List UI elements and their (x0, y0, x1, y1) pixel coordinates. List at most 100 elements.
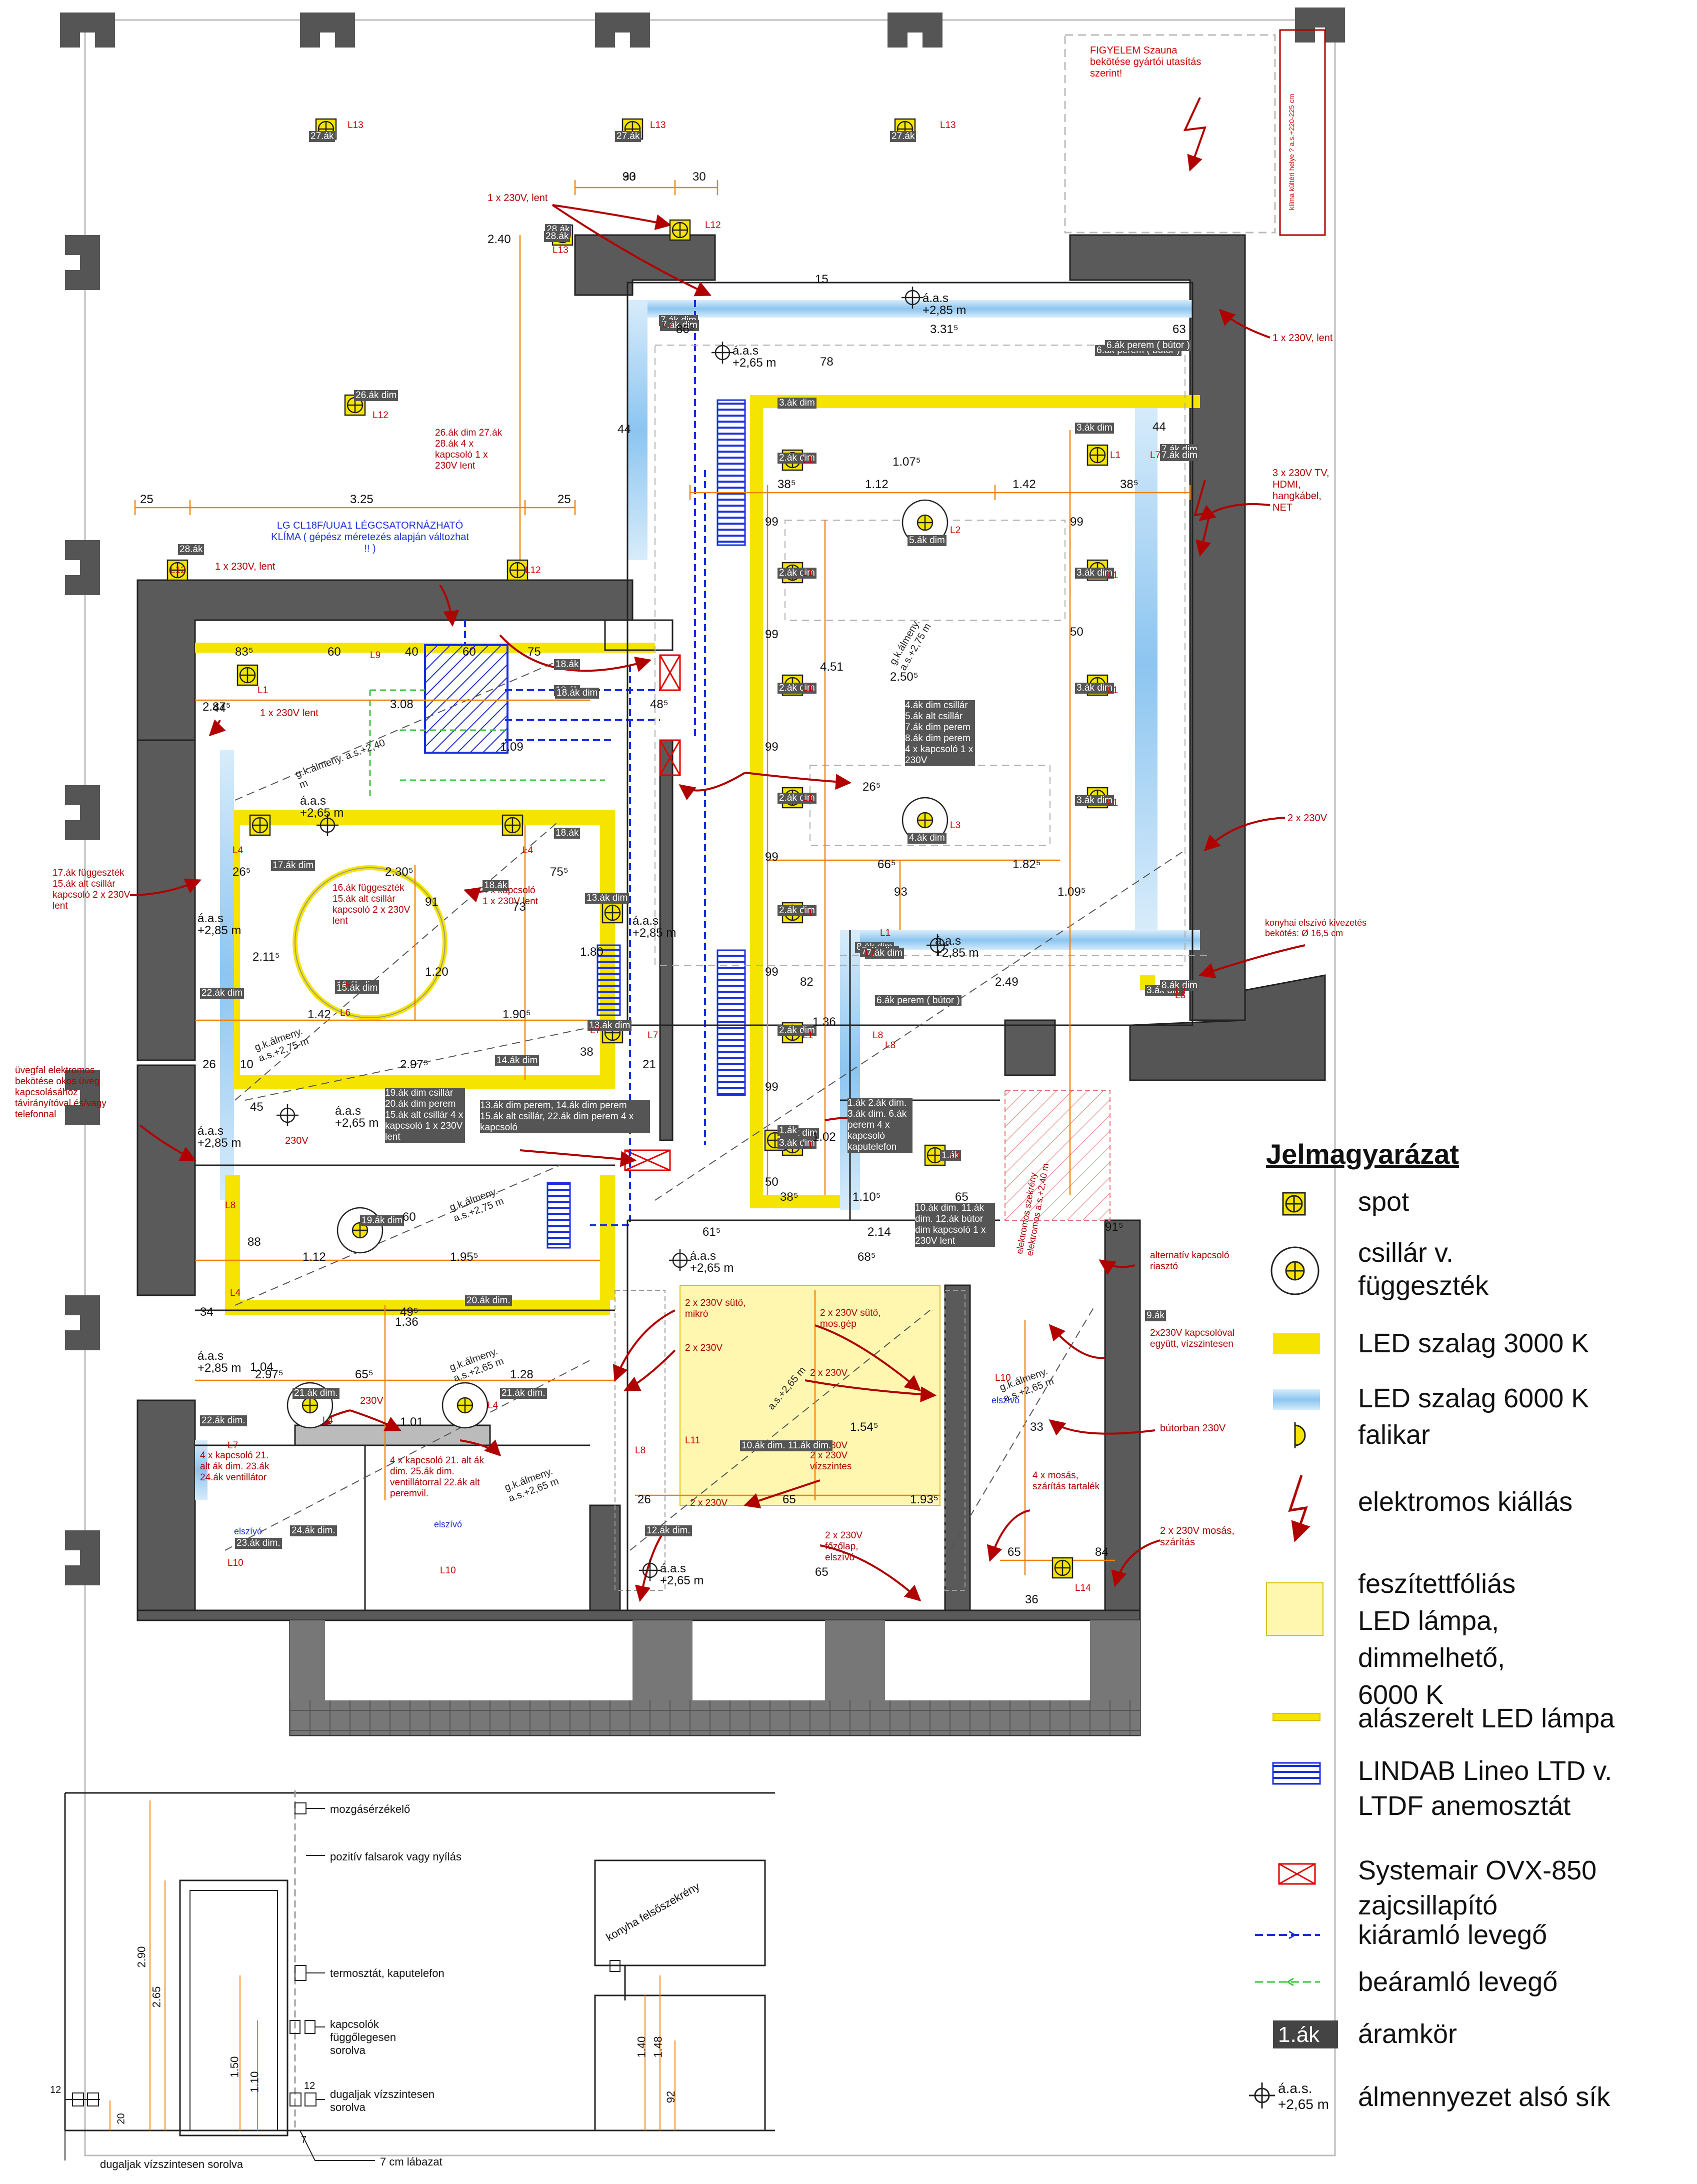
light-label: L1 (802, 568, 814, 578)
dimension-label: 78 (820, 355, 834, 369)
light-label: L13 (940, 120, 956, 131)
dimension-label: 1.01 (400, 1415, 424, 1429)
dimension-label: 30 (692, 170, 706, 184)
ceiling-level-label: á.a.s +2,85 m (632, 914, 676, 940)
legend-wall-lamp: falikar (1358, 1420, 1430, 1450)
spot-icon (902, 797, 948, 844)
dimension-label: 1.93⁵ (910, 1493, 938, 1506)
dimension-label: 38⁵ (780, 1190, 798, 1204)
light-label: L4 (522, 845, 534, 856)
dimension-label: 2.97⁵ (255, 1368, 284, 1381)
dimension-label: 1.80 (580, 945, 604, 959)
led-strip-6000k-right (1135, 400, 1158, 930)
dimension-label: 99 (765, 628, 778, 641)
outlet-legend-icon (1288, 1475, 1310, 1542)
light-label: L9 (370, 650, 381, 661)
wall-lamp-legend-icon (1294, 1422, 1306, 1448)
elev-d9: 1.48 (652, 2036, 664, 2058)
note-p9: bútorban 230V (1160, 1423, 1226, 1434)
dimension-label: 61⁵ (702, 1225, 721, 1239)
dimension-label: 65 (955, 1190, 968, 1204)
spot-icon (1086, 444, 1108, 466)
circuit-badge: 1.ák (940, 1150, 961, 1161)
dimension-label: 63 (1172, 323, 1186, 336)
dimension-label: 1.36 (812, 1015, 836, 1029)
circuit-badge: 12.ák dim. (645, 1525, 692, 1536)
circuit-legend-icon (1273, 2020, 1338, 2048)
dimension-label: 99 (765, 850, 778, 864)
dimension-label: 3.25 (350, 493, 374, 506)
dimension-label: 93 (894, 885, 908, 899)
dimension-label: 65 (815, 1565, 828, 1579)
dimension-label: 34 (200, 1305, 214, 1319)
legend-outlet: elektromos kiállás (1358, 1487, 1573, 1517)
dimension-label: 26 (202, 1058, 216, 1071)
dimension-label: 65 (1008, 1545, 1021, 1559)
note-p10: 2 x 230V mosás, szárítás (1160, 1525, 1234, 1548)
light-label: L1 (802, 455, 814, 466)
note-p12: alternatív kapcsoló riasztó (1150, 1250, 1230, 1272)
light-label: L7 (228, 1440, 238, 1451)
dimension-label: 2.30⁵ (385, 865, 414, 879)
circuit-badge: 2.ák dim (778, 793, 816, 804)
circuit-badge: 27.ák (890, 131, 916, 142)
dimension-label: 1.10⁵ (852, 1190, 881, 1204)
circuit-badge: 19.ák dim (360, 1215, 404, 1226)
dimension-label: 45 (250, 1100, 264, 1114)
light-label: L8 (885, 1040, 896, 1051)
note-k3: 2 x 230V (685, 1343, 722, 1353)
anemostat-legend-icon (1272, 1762, 1321, 1785)
light-label: L4 (230, 1288, 241, 1298)
led-3000-legend-icon (1273, 1333, 1320, 1354)
light-label: L14 (1075, 1583, 1091, 1593)
light-label: L1 (802, 1140, 814, 1151)
light-label: L1 (802, 908, 814, 918)
elev-d10: 92 (664, 2090, 678, 2103)
dimension-label: 49⁵ (400, 1305, 418, 1319)
dimension-label: 86⁵ (676, 323, 694, 336)
switch-block-3: 16.ák függeszték 15.ák alt csillár kapcs… (332, 883, 410, 926)
circuit-badge: 2.ák dim (778, 1025, 816, 1036)
circuit-badge: 27.ák (309, 131, 336, 142)
light-label: L7 (648, 1030, 658, 1041)
note-k2: 2 x 230V sütő, mos.gép (820, 1308, 881, 1329)
dimension-label: 68⁵ (858, 1250, 876, 1264)
dimension-label: 83⁵ (235, 645, 254, 659)
elev-sensor: mozgásérzékelő (330, 1803, 410, 1815)
ceiling-level-label: á.a.s +2,65 m (660, 1562, 704, 1587)
light-label: L1 (1110, 450, 1121, 461)
elev-d1: 2.90 (135, 1946, 148, 1968)
dimension-label: 1.36 (395, 1315, 418, 1329)
elev-plinth: 7 cm lábazat (380, 2155, 442, 2168)
dimension-label: 90 (622, 170, 636, 184)
spot-icon (166, 559, 188, 581)
foil-lamp-area (680, 1285, 940, 1506)
circuit-badge: 4.ák dim (908, 833, 946, 844)
light-label: L12 (372, 410, 388, 421)
light-label: L10 (228, 1558, 244, 1568)
legend-ceiling-badge: á.a.s. +2,65 m (1278, 2080, 1329, 2112)
spot-legend-icon (1282, 1192, 1306, 1216)
spot-icon (1052, 1557, 1074, 1579)
dimension-label: 65 (782, 1493, 796, 1506)
circuit-badge: 2.ák dim (778, 453, 816, 464)
switch-block-5: 19.ák dim csillár 20.ák dim perem 15.ák … (385, 1088, 465, 1143)
dimension-label: 15 (815, 273, 828, 286)
light-label: L1 (802, 793, 814, 803)
switch-block-2: 4.ák dim csillár 5.ák alt csillár 7.ák d… (905, 700, 975, 766)
dimension-label: 3.08 (390, 698, 414, 711)
circuit-badge: 3.ák dim (1075, 423, 1114, 434)
ceiling-level-label: á.a.s +2,85 m (198, 1349, 242, 1375)
dimension-label: 26⁵ (232, 865, 251, 879)
dimension-label: 2.40 (488, 233, 511, 246)
circuit-badge: 3.ák dim (1075, 568, 1114, 579)
elev-d6: 12 (50, 2084, 62, 2095)
circuit-badge: 2.ák dim (778, 683, 816, 694)
circuit-badge: 26.ák dim (354, 390, 398, 401)
ceiling-markers (276, 287, 948, 1581)
dimension-label: 2.49 (995, 975, 1018, 989)
note-p5: 1 x 230V, lent (215, 561, 276, 572)
elev-d7: 12 (304, 2080, 316, 2091)
dimension-label: 91⁵ (1105, 1220, 1124, 1234)
